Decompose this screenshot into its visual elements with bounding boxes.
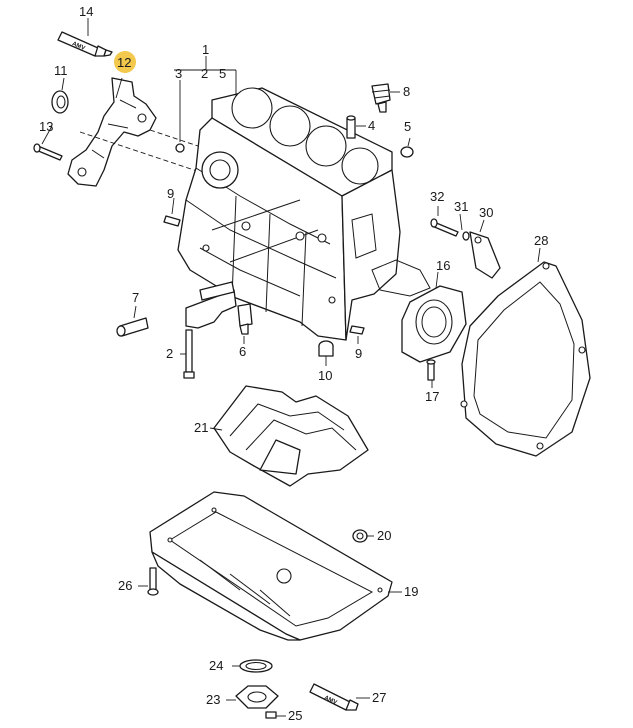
oil-spray-jet-6[interactable] — [237, 303, 253, 335]
oil-baffle-21[interactable] — [213, 385, 369, 487]
callout-9-left: 9 — [167, 186, 174, 201]
callout-6: 6 — [239, 344, 246, 359]
callout-27: 27 — [372, 690, 386, 705]
oil-pan-19[interactable] — [149, 491, 393, 641]
bolt-26[interactable] — [147, 567, 159, 596]
bracket[interactable] — [67, 77, 157, 187]
plug-3[interactable] — [175, 143, 185, 153]
plug-5[interactable] — [400, 146, 414, 158]
dowel-pin-9b[interactable] — [349, 325, 365, 335]
callout-12-highlight — [114, 51, 136, 73]
callout-11: 11 — [54, 63, 68, 78]
washer-31[interactable] — [462, 231, 470, 241]
callout-5: 5 — [404, 119, 411, 134]
bolt-17[interactable] — [426, 359, 436, 381]
tube-label-bottom: AMV — [323, 695, 338, 706]
drain-plug-20[interactable] — [352, 529, 368, 543]
callout-30: 30 — [479, 205, 493, 220]
callout-2: 2 — [166, 346, 173, 361]
callout-28: 28 — [534, 233, 548, 248]
callout-25: 25 — [288, 708, 302, 723]
dowel-pin-4[interactable] — [346, 115, 356, 139]
callout-4: 4 — [368, 118, 375, 133]
callout-32: 32 — [430, 189, 444, 204]
bolt-7[interactable] — [116, 317, 149, 337]
callout-31: 31 — [454, 199, 468, 214]
callout-16: 16 — [436, 258, 450, 273]
cover-30[interactable] — [469, 231, 501, 279]
callout-1-sub-3: 3 — [175, 66, 182, 81]
callout-17: 17 — [425, 389, 439, 404]
bolt-13[interactable] — [33, 143, 63, 161]
bolt-25[interactable] — [265, 711, 277, 719]
callout-10: 10 — [318, 368, 332, 383]
sensor-8[interactable] — [371, 83, 391, 113]
sleeve-10[interactable] — [318, 340, 334, 357]
bolt-32[interactable] — [430, 218, 459, 237]
seal-ring-11[interactable] — [51, 90, 69, 114]
callout-23: 23 — [206, 692, 220, 707]
seal-flange-16[interactable] — [401, 285, 467, 363]
gasket-28[interactable] — [460, 261, 591, 457]
sender-flange-23[interactable] — [235, 685, 279, 709]
callout-26: 26 — [118, 578, 132, 593]
callout-1-sub-5: 5 — [219, 66, 226, 81]
callout-24: 24 — [209, 658, 223, 673]
sealant-tube-top[interactable]: AMV — [57, 31, 113, 57]
bearing-cap[interactable] — [185, 281, 237, 329]
tube-label-top: AMV — [71, 41, 86, 52]
bolt-2[interactable] — [183, 329, 195, 379]
dowel-pin-9a[interactable] — [163, 215, 181, 227]
callout-7: 7 — [132, 290, 139, 305]
callout-14: 14 — [79, 4, 93, 19]
seal-ring-24[interactable] — [239, 659, 273, 673]
callout-1-sub-2: 2 — [201, 66, 208, 81]
callout-21: 21 — [194, 420, 208, 435]
callout-19: 19 — [404, 584, 418, 599]
sealant-tube-bottom[interactable]: AMV — [309, 683, 359, 711]
callout-8: 8 — [403, 84, 410, 99]
callout-13: 13 — [39, 119, 53, 134]
callout-12: 12 — [117, 55, 131, 70]
callout-1: 1 — [202, 42, 209, 57]
callout-9-right: 9 — [355, 346, 362, 361]
callout-20: 20 — [377, 528, 391, 543]
